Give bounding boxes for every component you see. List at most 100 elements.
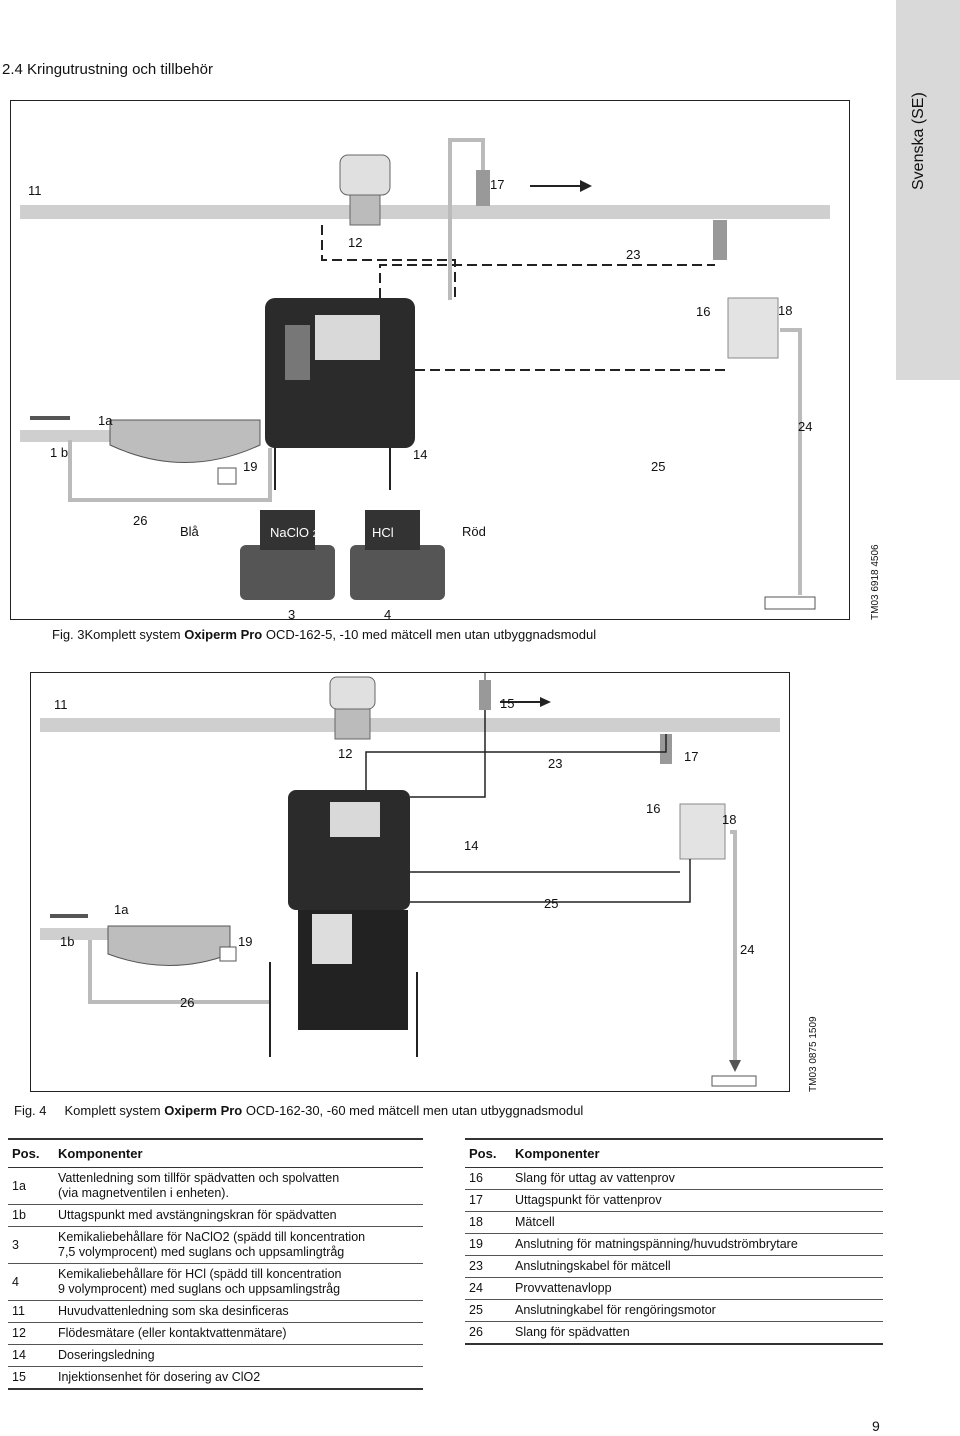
- fig3-label-12: 12: [348, 235, 363, 250]
- row-text: Vattenledning som tillför spädvatten och…: [54, 1168, 423, 1205]
- fig4-label-18: 18: [722, 812, 737, 827]
- fig4-label-11: 11: [54, 697, 68, 712]
- language-tab-label: Svenska (SE): [910, 92, 927, 190]
- table-row: 15 Injektionsenhet för dosering av ClO2: [8, 1367, 423, 1389]
- row-text-line2: (via magnetventilen i enheten).: [58, 1186, 229, 1200]
- figure-3-diagram: [10, 100, 850, 620]
- fig4-label-19: 19: [238, 934, 253, 949]
- row-pos: 1b: [12, 1208, 26, 1222]
- row-text-line1: Vattenledning som tillför spädvatten och…: [58, 1171, 340, 1185]
- table-row: 23 Anslutningskabel för mätcell: [465, 1256, 883, 1278]
- fig3-caption-post: OCD-162-5, -10 med mätcell men utan utby…: [262, 627, 597, 642]
- fig3-label-23: 23: [626, 247, 641, 262]
- row-text: Injektionsenhet för dosering av ClO2: [58, 1370, 261, 1384]
- fig3-label-14: 14: [413, 447, 428, 462]
- row-pos: 15: [12, 1370, 26, 1384]
- row-text: Mätcell: [515, 1215, 555, 1229]
- fig3-label-hcl: HCl: [372, 525, 394, 540]
- section-title: 2.4 Kringutrustning och tillbehör: [2, 61, 213, 78]
- row-pos: 14: [12, 1348, 26, 1362]
- fig3-label-19: 19: [243, 459, 258, 474]
- fig4-label-15: 15: [500, 696, 515, 711]
- row-pos: 19: [469, 1237, 483, 1251]
- fig3-label-18: 18: [778, 303, 793, 318]
- page-number: 9: [872, 1418, 880, 1434]
- row-pos: 18: [469, 1215, 483, 1229]
- naclo-text: NaClO: [270, 525, 310, 540]
- row-pos: 16: [469, 1171, 483, 1185]
- language-tab: Svenska (SE): [896, 0, 960, 380]
- fig4-label-16: 16: [646, 801, 661, 816]
- fig3-caption: Fig. 3Komplett system Oxiperm Pro OCD-16…: [52, 627, 596, 642]
- fig3-label-24: 24: [798, 419, 813, 434]
- fig3-caption-bold: Oxiperm Pro: [184, 627, 263, 642]
- table-row: 18 Mätcell: [465, 1212, 883, 1234]
- row-text-line1: Kemikaliebehållare för HCl (spädd till k…: [58, 1267, 342, 1281]
- fig4-caption-bold: Oxiperm Pro: [164, 1103, 243, 1118]
- row-text: Anslutning för matningspänning/huvudströ…: [515, 1237, 798, 1251]
- table-row: 3 Kemikaliebehållare för NaClO2 (spädd ti…: [8, 1227, 423, 1264]
- row-pos: 1a: [12, 1178, 26, 1193]
- fig4-caption-pre: Komplett system: [64, 1103, 165, 1118]
- fig3-label-3: 3: [288, 607, 296, 622]
- row-text: Huvudvattenledning som ska desinficeras: [58, 1304, 289, 1318]
- fig3-label-17: 17: [490, 177, 505, 192]
- table-row: 1b Uttagspunkt med avstängningskran för s…: [8, 1205, 423, 1227]
- table-row: 14 Doseringsledning: [8, 1345, 423, 1367]
- row-text: Slang för spädvatten: [515, 1325, 630, 1339]
- table-row: 24 Provvattenavlopp: [465, 1278, 883, 1300]
- fig3-label-1b: 1 b: [50, 445, 69, 460]
- fig4-label-25: 25: [544, 896, 559, 911]
- row-pos: 3: [12, 1237, 19, 1252]
- fig4-label-1b: 1b: [60, 934, 75, 949]
- row-pos: 24: [469, 1281, 483, 1295]
- fig3-label-16: 16: [696, 304, 711, 319]
- row-text-line2: 9 volymprocent) med suglans och uppsamli…: [58, 1282, 341, 1296]
- fig3-label-naclo: NaClO 2: [270, 525, 318, 540]
- fig3-caption-pre: Komplett system: [84, 627, 185, 642]
- row-text: Anslutningskabel för mätcell: [515, 1259, 671, 1273]
- fig4-label-17: 17: [684, 749, 699, 764]
- row-text: Uttagspunkt för vattenprov: [515, 1193, 662, 1207]
- table-header: Pos. Komponenter: [465, 1139, 883, 1168]
- header-components: Komponenter: [515, 1146, 600, 1161]
- row-pos: 11: [12, 1304, 25, 1318]
- row-pos: 23: [469, 1259, 483, 1273]
- fig4-code: TM03 0875 1509: [808, 1016, 819, 1092]
- row-text: Provvattenavlopp: [515, 1281, 612, 1295]
- fig4-label-14: 14: [464, 838, 479, 853]
- row-text: Doseringsledning: [58, 1348, 155, 1362]
- table-row: 4 Kemikaliebehållare för HCl (spädd till …: [8, 1264, 423, 1301]
- figure-4: 11 15 12 23 17 16 18 14 1a 25 1b 19 24 2…: [30, 672, 790, 1092]
- header-pos: Pos.: [12, 1146, 40, 1161]
- table-header: Pos. Komponenter: [8, 1139, 423, 1168]
- naclo-subscript: 2: [312, 529, 319, 540]
- figure-4-diagram: [30, 672, 790, 1092]
- fig4-caption-prefix: Fig. 4: [14, 1103, 47, 1118]
- row-pos: 4: [12, 1274, 19, 1289]
- row-pos: 25: [469, 1303, 483, 1317]
- header-components: Komponenter: [58, 1146, 143, 1161]
- fig4-label-12: 12: [338, 746, 353, 761]
- row-text: Kemikaliebehållare för HCl (spädd till k…: [54, 1264, 423, 1301]
- fig3-label-4: 4: [384, 607, 392, 622]
- row-text: Kemikaliebehållare för NaClO2 (spädd til…: [54, 1227, 423, 1264]
- fig3-code: TM03 6918 4506: [870, 544, 881, 620]
- row-text: Uttagspunkt med avstängningskran för spä…: [58, 1208, 337, 1222]
- fig3-label-26: 26: [133, 513, 148, 528]
- fig3-label-rod: Röd: [462, 524, 486, 539]
- row-pos: 12: [12, 1326, 26, 1340]
- table-row: 19 Anslutning för matningspänning/huvudst…: [465, 1234, 883, 1256]
- fig3-label-1a: 1a: [98, 413, 113, 428]
- table-row: 1a Vattenledning som tillför spädvatten o…: [8, 1168, 423, 1205]
- table-row: 25 Anslutningkabel för rengöringsmotor: [465, 1300, 883, 1322]
- fig3-label-25: 25: [651, 459, 666, 474]
- row-pos: 26: [469, 1325, 483, 1339]
- row-text-line1: Kemikaliebehållare för NaClO2 (spädd til…: [58, 1230, 366, 1244]
- header-pos: Pos.: [469, 1146, 497, 1161]
- row-text: Anslutningkabel för rengöringsmotor: [515, 1303, 716, 1317]
- figure-3: 11 17 12 23 16 18 1a 24 1 b 19 14 25 26 …: [10, 100, 850, 622]
